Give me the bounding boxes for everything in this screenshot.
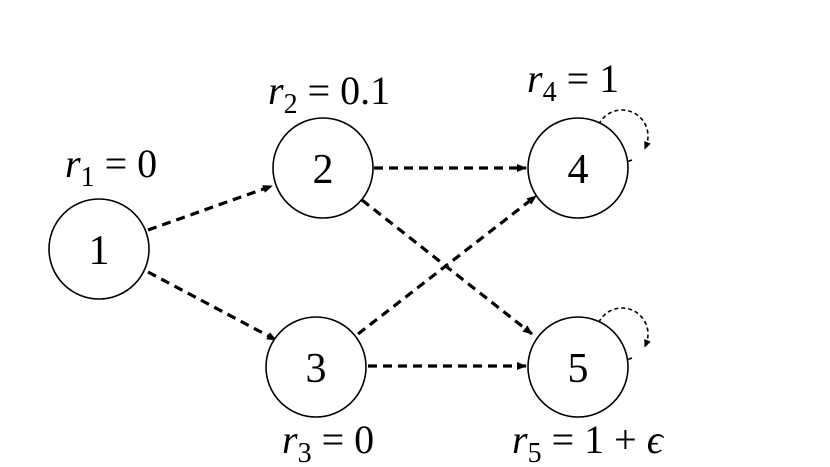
reward-var: r bbox=[527, 56, 543, 101]
node-label: 1 bbox=[89, 228, 110, 274]
node-5: 5 bbox=[527, 316, 629, 418]
reward-var: r bbox=[268, 68, 284, 113]
reward-label-4: r4 = 1 bbox=[527, 56, 619, 108]
node-circle bbox=[272, 117, 374, 219]
reward-sub: 2 bbox=[284, 89, 298, 120]
node-label: 3 bbox=[306, 346, 327, 392]
reward-var: r bbox=[65, 141, 81, 186]
node-3: 3 bbox=[265, 316, 367, 418]
reward-rest: = 1 bbox=[557, 56, 620, 101]
reward-label-1: r1 = 0 bbox=[65, 141, 157, 193]
node-label: 5 bbox=[568, 346, 589, 392]
node-2: 2 bbox=[272, 117, 374, 219]
node-label: 2 bbox=[313, 147, 334, 193]
node-circle bbox=[527, 316, 629, 418]
reward-sub: 1 bbox=[81, 162, 95, 193]
node-circle bbox=[48, 198, 150, 300]
reward-sub: 4 bbox=[543, 77, 557, 108]
reward-rest: = 1 + bbox=[542, 417, 647, 462]
node-label: 4 bbox=[568, 147, 589, 193]
reward-label-3: r3 = 0 bbox=[282, 417, 374, 467]
reward-label-5: r5 = 1 + ϵ bbox=[512, 417, 665, 467]
node-circle bbox=[527, 117, 629, 219]
reward-rest: = 0 bbox=[95, 141, 158, 186]
reward-tail: ϵ bbox=[647, 417, 665, 462]
reward-var: r bbox=[512, 417, 528, 462]
node-4: 4 bbox=[527, 117, 629, 219]
reward-rest: = 0 bbox=[312, 417, 375, 462]
reward-var: r bbox=[282, 417, 298, 462]
reward-sub: 3 bbox=[298, 438, 312, 467]
reward-rest: = 0.1 bbox=[298, 68, 391, 113]
edges bbox=[147, 164, 537, 370]
node-circle bbox=[265, 316, 367, 418]
edge-3-4 bbox=[357, 194, 537, 336]
reward-label-2: r2 = 0.1 bbox=[268, 68, 390, 120]
edge-1-3 bbox=[147, 270, 277, 342]
reward-sub: 5 bbox=[528, 438, 542, 467]
edge-1-2 bbox=[147, 184, 273, 232]
node-1: 1 bbox=[48, 198, 150, 300]
